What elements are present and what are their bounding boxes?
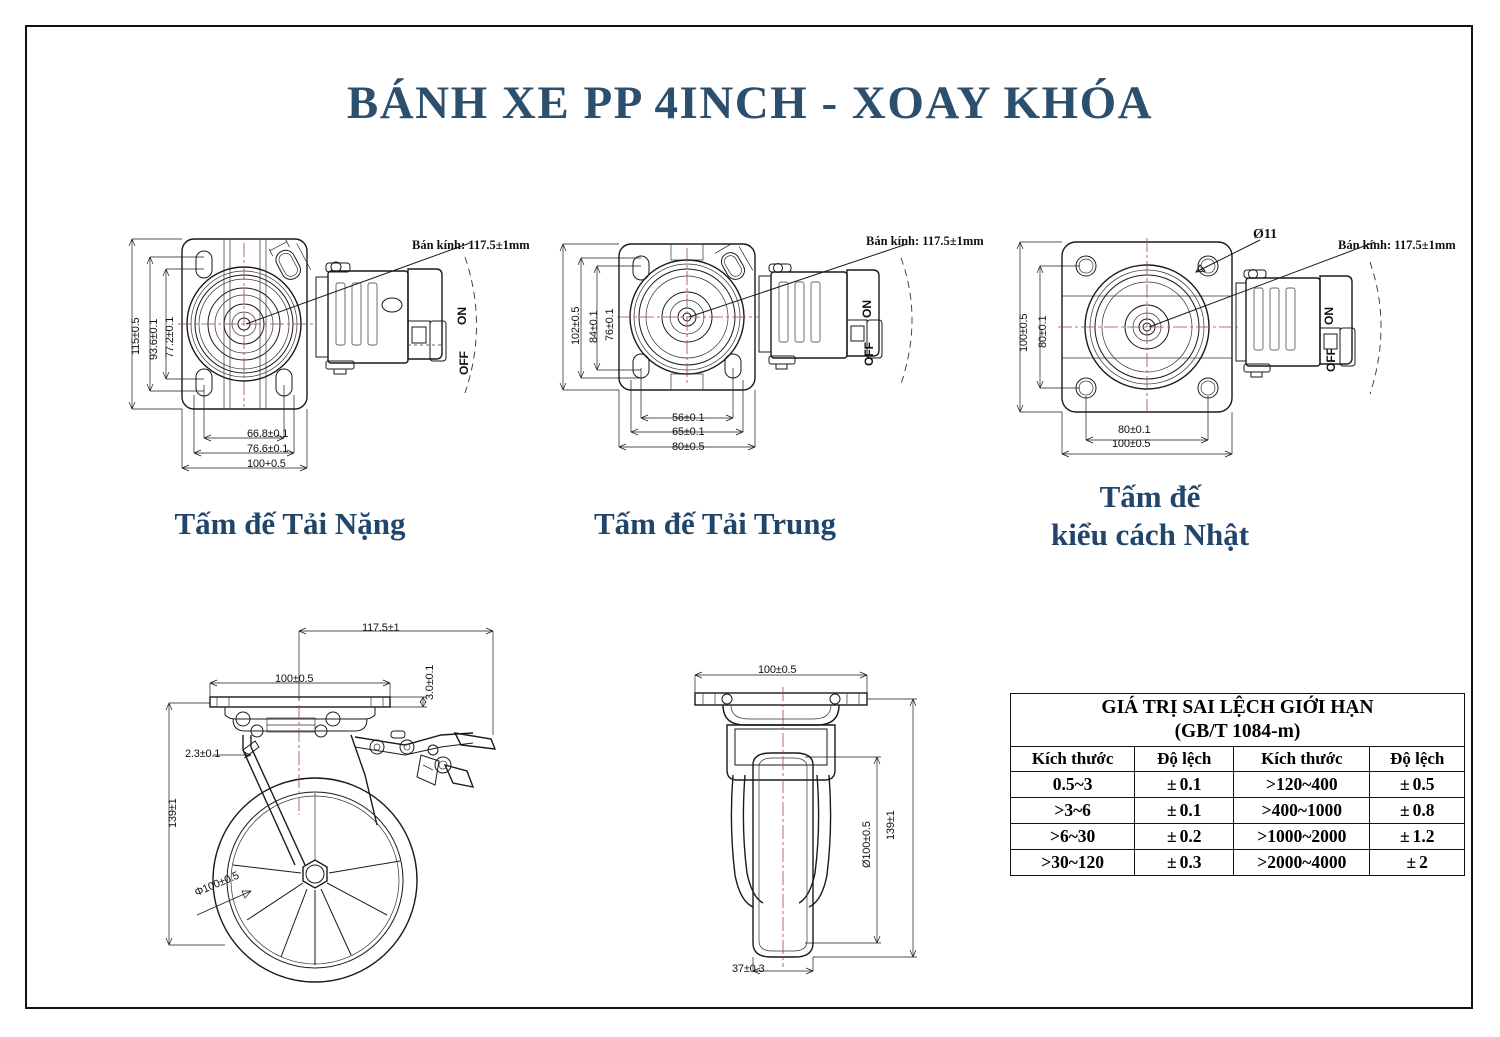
tolerance-header-size-1: Kích thước [1009, 745, 1136, 772]
dim-front-tread-width: 37±0.3 [732, 963, 765, 975]
tolerance-header-size-2: Kích thước [1233, 745, 1371, 772]
drawing-front-view [694, 671, 917, 975]
tolerance-size-b-1: >400~1000 [1233, 796, 1371, 824]
dim-side-overall-height: 139±1 [167, 798, 179, 828]
note-radius-medium: Bán kính: 117.5±1mm [866, 234, 984, 248]
tolerance-table-title-row: GIÁ TRỊ SAI LỆCH GIỚI HẠN (GB/T 1084-m) [1010, 693, 1465, 747]
dim-heavy-v-mid: 93.6±0.1 [148, 318, 160, 360]
brake-label-on-japanese: ON [1322, 307, 1336, 325]
tolerance-table-header-row: Kích thước Độ lệch Kích thước Độ lệch [1009, 745, 1465, 772]
tolerance-dev-a-3: 0.3 [1134, 848, 1235, 876]
table-row: 0.5~3 0.1 >120~400 0.5 [1009, 770, 1465, 798]
tolerance-table-title: GIÁ TRỊ SAI LỆCH GIỚI HẠN (GB/T 1084-m) [1010, 693, 1465, 747]
dim-medium-v-outer: 102±0.5 [570, 306, 582, 345]
tolerance-dev-b-2: 1.2 [1369, 822, 1465, 850]
dim-japanese-h-inner: 80±0.1 [1118, 424, 1151, 436]
dim-side-offset: 2.3±0.1 [185, 748, 221, 760]
dim-heavy-v-outer: 115±0.5 [130, 317, 142, 355]
brake-label-on-medium: ON [860, 300, 874, 318]
caption-japanese-line2: kiểu cách Nhật [1050, 516, 1250, 552]
note-hole-diameter: Ø11 [1253, 227, 1278, 242]
brake-label-on-heavy: ON [455, 307, 469, 325]
note-radius-japanese: Bán kính: 117.5±1mm [1338, 238, 1456, 252]
dim-front-overall-height: 139±1 [885, 810, 897, 840]
dim-side-plate-width: 100±0.5 [275, 673, 314, 685]
tolerance-size-a-2: >6~30 [1009, 822, 1136, 850]
tolerance-dev-b-3: 2 [1369, 848, 1465, 876]
caption-heavy-duty-plate: Tấm đế Tải Nặng [174, 506, 406, 541]
tolerance-size-b-3: >2000~4000 [1233, 848, 1371, 876]
caption-japanese-line1: Tấm đế [1099, 479, 1201, 514]
tolerance-size-b-2: >1000~2000 [1233, 822, 1371, 850]
dim-side-overall-width: 117.5±1 [362, 622, 400, 634]
dim-medium-v-mid: 84±0.1 [588, 310, 600, 343]
dim-medium-h-outer: 80±0.5 [672, 441, 705, 453]
tolerance-size-a-3: >30~120 [1009, 848, 1136, 876]
page-title: BÁNH XE PP 4INCH - XOAY KHÓA [346, 77, 1154, 129]
drawing-top-plate-japanese [1016, 238, 1382, 458]
dim-side-plate-thickness: 3.0±0.1 [424, 664, 436, 700]
note-radius-heavy: Bán kính: 117.5±1mm [412, 238, 530, 252]
brake-label-off-heavy: OFF [457, 351, 471, 375]
drawing-side-view [165, 627, 497, 983]
tolerance-dev-a-2: 0.2 [1134, 822, 1235, 850]
tolerance-dev-a-0: 0.1 [1134, 770, 1235, 798]
dim-heavy-h-outer: 100+0.5 [247, 458, 286, 470]
tolerance-header-dev-2: Độ lệch [1369, 745, 1465, 772]
tolerance-title-line1: GIÁ TRỊ SAI LỆCH GIỚI HẠN [1101, 697, 1374, 718]
drawing-top-plate-heavy [128, 238, 477, 472]
tolerance-size-a-1: >3~6 [1009, 796, 1136, 824]
dim-medium-v-inner: 76±0.1 [604, 308, 616, 341]
tolerance-dev-b-0: 0.5 [1369, 770, 1465, 798]
tolerance-size-a-0: 0.5~3 [1009, 770, 1136, 798]
tolerance-header-dev-1: Độ lệch [1134, 745, 1235, 772]
table-row: >30~120 0.3 >2000~4000 2 [1009, 848, 1465, 876]
brake-label-off-medium: OFF [862, 342, 876, 366]
dim-japanese-v-inner: 80±0.1 [1037, 315, 1049, 348]
brake-label-off-japanese: OFF [1324, 348, 1338, 372]
dim-front-wheel-diameter: Ø100±0.5 [861, 821, 873, 868]
tolerance-dev-a-1: 0.1 [1134, 796, 1235, 824]
dim-heavy-v-inner: 77.2±0.1 [164, 316, 176, 358]
dim-heavy-h-inner: 66.8±0.1 [247, 428, 289, 440]
table-row: >3~6 0.1 >400~1000 0.8 [1009, 796, 1465, 824]
dim-japanese-h-outer: 100±0.5 [1112, 438, 1151, 450]
caption-japanese-plate: Tấm đế kiểu cách Nhật [950, 478, 1350, 554]
page-border [25, 25, 1473, 1009]
dim-medium-h-inner: 56±0.1 [672, 412, 705, 424]
table-row: >6~30 0.2 >1000~2000 1.2 [1009, 822, 1465, 850]
drawing-top-plate-medium [559, 243, 913, 451]
dim-medium-h-mid: 65±0.1 [672, 426, 705, 438]
tolerance-table: GIÁ TRỊ SAI LỆCH GIỚI HẠN (GB/T 1084-m) … [1009, 693, 1465, 876]
caption-medium-duty-plate: Tấm đế Tải Trung [593, 506, 837, 541]
tolerance-size-b-0: >120~400 [1233, 770, 1371, 798]
tolerance-title-line2: (GB/T 1084-m) [1174, 720, 1301, 742]
dim-front-plate-width: 100±0.5 [758, 664, 797, 676]
dim-heavy-h-mid: 76.6±0.1 [247, 443, 289, 455]
tolerance-dev-b-1: 0.8 [1369, 796, 1465, 824]
dim-japanese-v-outer: 100±0.5 [1018, 313, 1030, 352]
